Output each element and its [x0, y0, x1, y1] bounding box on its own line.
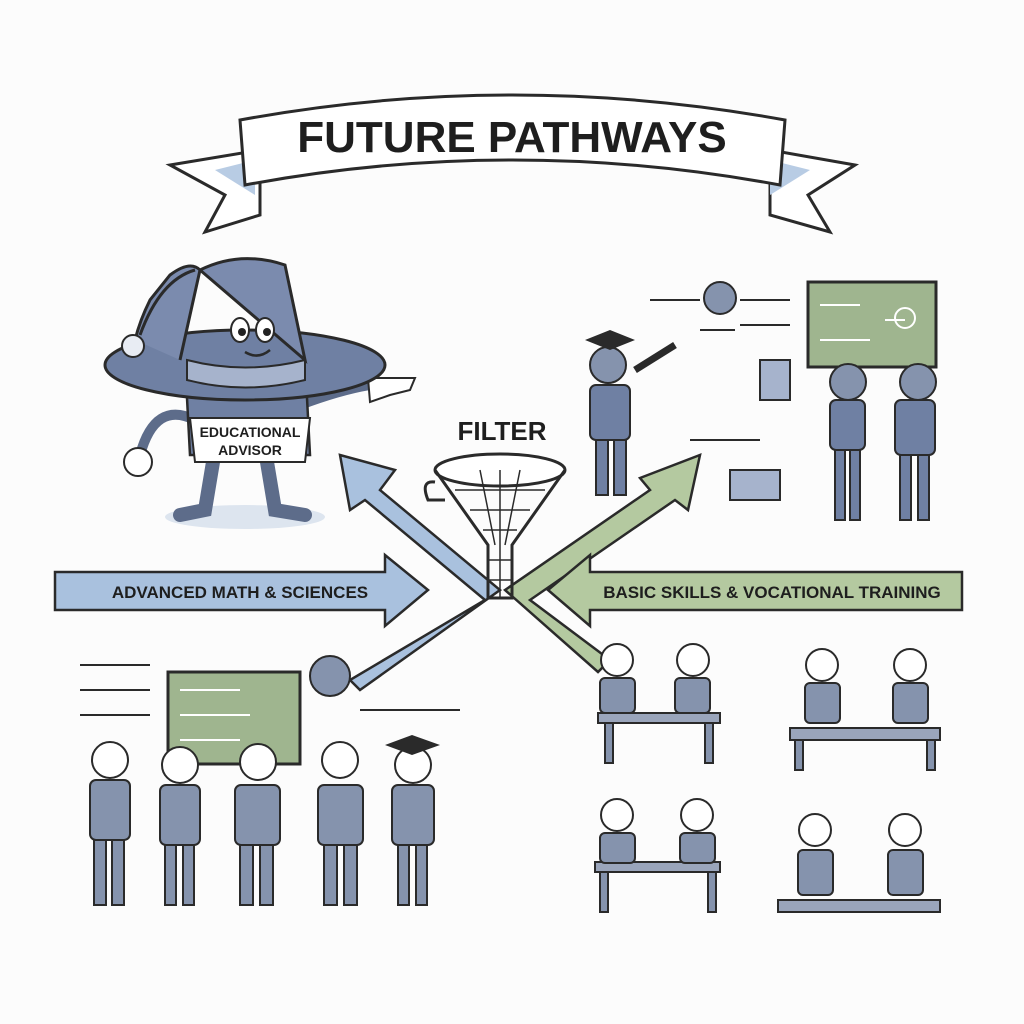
advisor-label-line1: EDUCATIONAL	[200, 424, 301, 440]
telescope-icon	[633, 342, 677, 373]
science-students-scene	[585, 280, 938, 521]
math-classroom-scene	[80, 655, 460, 906]
left-arrow-advanced-math	[53, 552, 430, 629]
robot-icon	[759, 359, 791, 401]
vocational-scenes	[594, 643, 941, 913]
title-text: FUTURE PATHWAYS	[297, 113, 726, 162]
robot-rover-icon	[729, 469, 781, 501]
title-banner: FUTURE PATHWAYS	[165, 93, 860, 235]
advisor-label-line2: ADVISOR	[218, 442, 282, 458]
filter-funnel-icon	[423, 452, 567, 600]
planet-icon	[309, 655, 351, 697]
left-arrow-label: ADVANCED MATH & SCIENCES	[112, 583, 368, 602]
educational-advisor-character: EDUCATIONAL ADVISOR	[103, 257, 417, 529]
pathway-arrows: ADVANCED MATH & SCIENCES BASIC SKILLS & …	[53, 453, 964, 692]
planet-icon	[703, 281, 737, 315]
right-arrow-vocational	[546, 552, 964, 629]
filter-label: FILTER	[457, 416, 546, 446]
chalkboard	[806, 280, 938, 369]
right-arrow-label: BASIC SKILLS & VOCATIONAL TRAINING	[603, 583, 941, 602]
blue-diagonal-arrow	[338, 453, 503, 692]
chalkboard	[166, 670, 302, 766]
